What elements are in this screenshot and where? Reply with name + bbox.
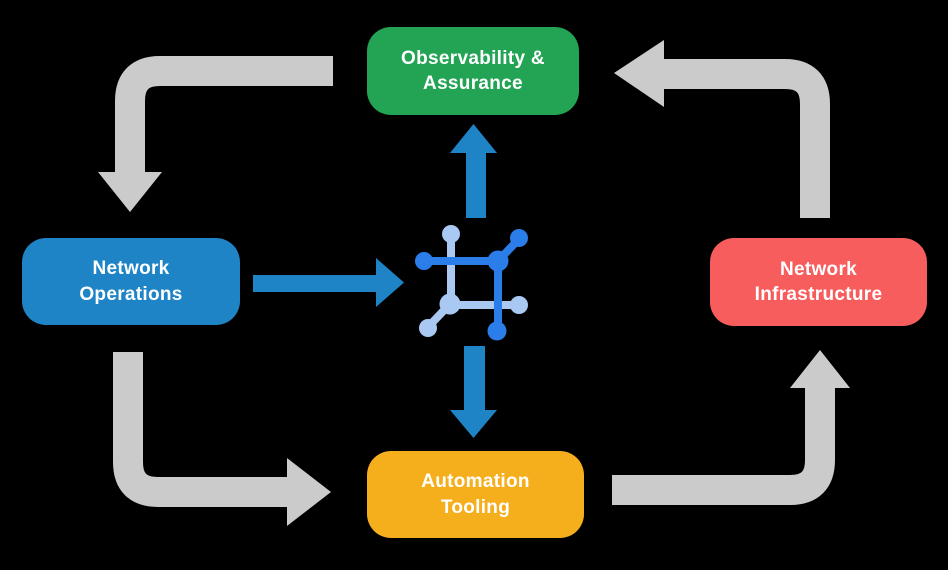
node-infrastructure-label: Network Infrastructure [754,258,883,305]
arrow-operations-to-center [253,258,404,307]
arrow-center-to-observability [450,124,497,218]
arrow-infrastructure-to-observability [614,40,830,218]
icon-dark-strokes [415,229,528,341]
arrowhead-right-icon [287,458,331,526]
node-automation-tooling: Automation Tooling [367,451,584,538]
arrow-center-to-automation [450,346,497,438]
network-automation-platform-icon [415,225,528,341]
node-network-operations: Network Operations [22,238,240,325]
arrow-observability-to-operations [98,56,333,212]
arrowhead-down-icon [98,172,162,212]
arrowhead-left-icon [614,40,664,107]
arrow-automation-to-infrastructure [612,350,850,505]
node-observability-label: Observability & Assurance [401,47,545,94]
node-observability-assurance: Observability & Assurance [367,27,579,115]
arrowhead-up-icon [790,350,850,388]
arrow-operations-to-automation [113,352,331,526]
node-automation-label: Automation Tooling [421,471,530,518]
node-network-infrastructure: Network Infrastructure [710,238,927,326]
node-operations-label: Network Operations [79,258,183,305]
icon-light-strokes [419,225,528,337]
